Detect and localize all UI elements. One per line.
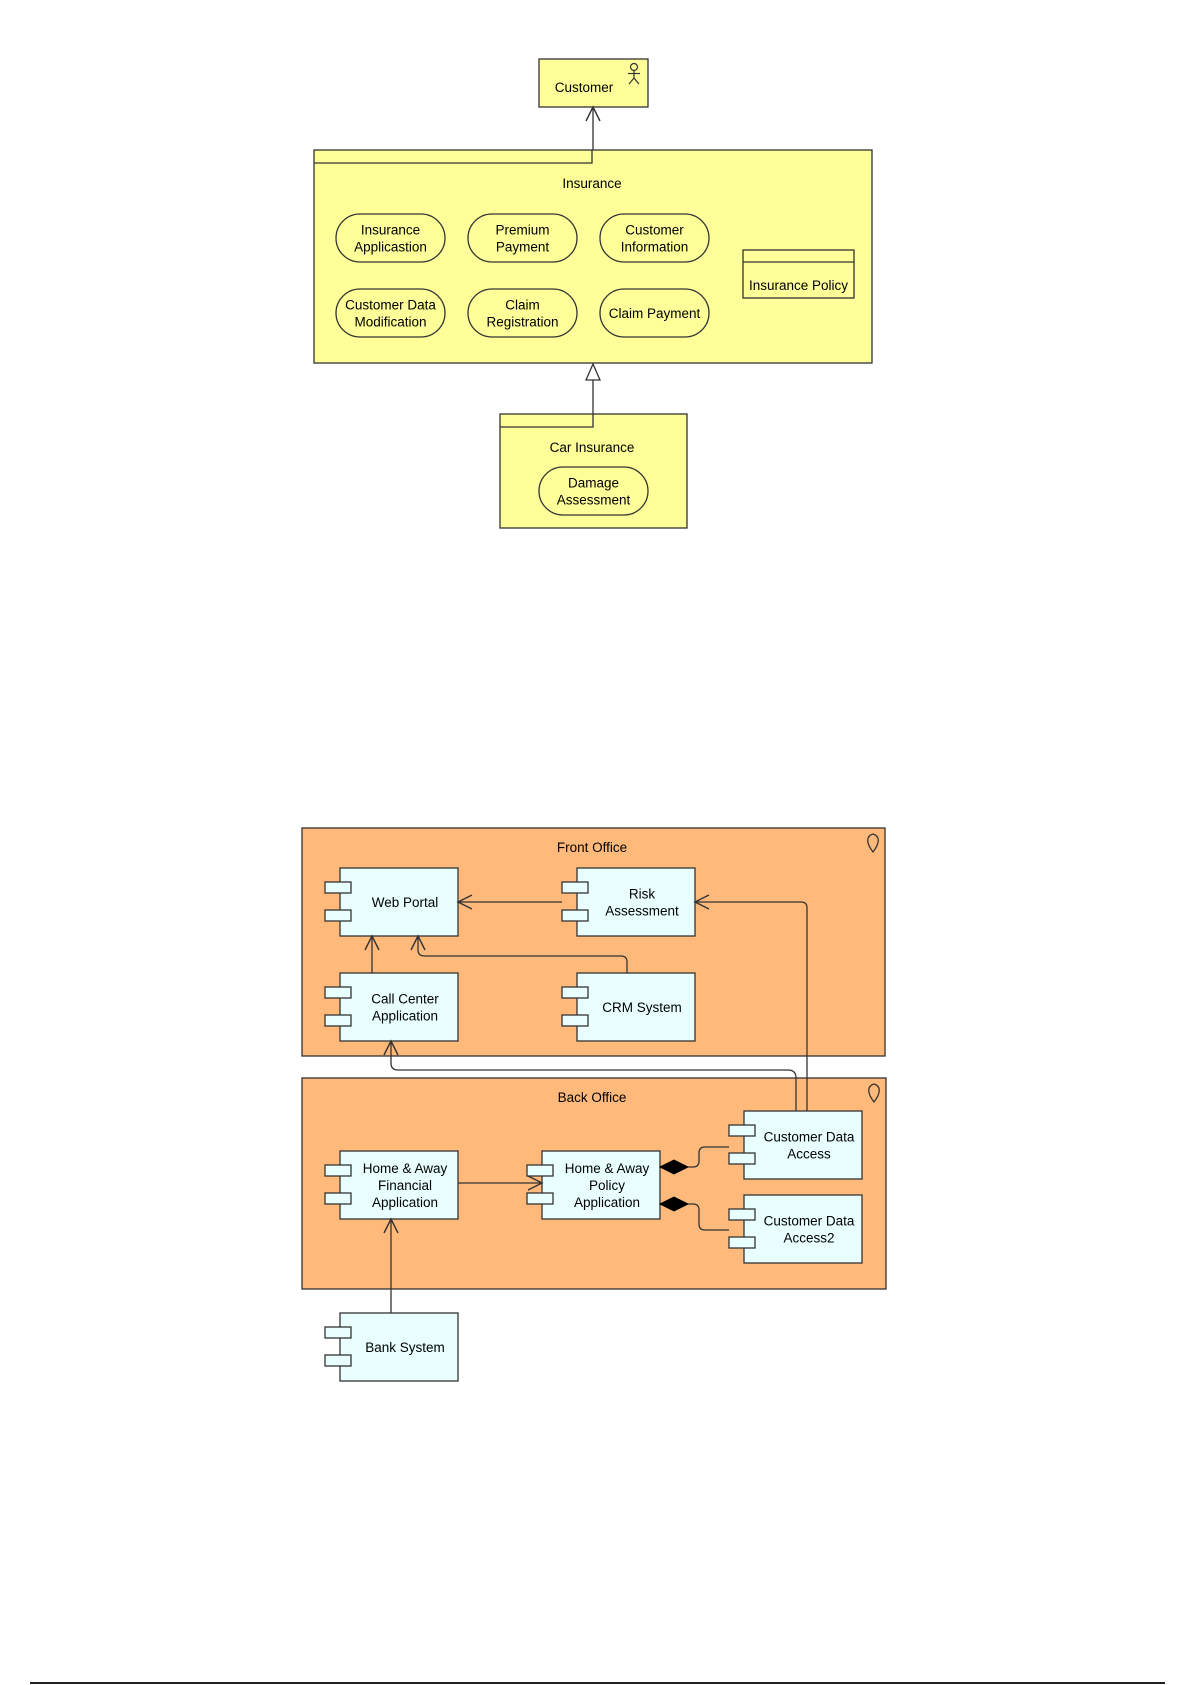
insurance-package-label: Insurance [562, 176, 621, 191]
use-case-claim-payment[interactable]: Claim Payment [599, 288, 710, 338]
car-insurance-package-label: Car Insurance [550, 440, 635, 455]
car-insurance-generalization [585, 362, 601, 414]
location-pin-icon [868, 1083, 880, 1104]
policy-to-customer-data-access2-composition [658, 1196, 729, 1231]
financial-to-policy-application [458, 1175, 544, 1191]
crm-system-to-web-portal [410, 934, 628, 973]
footer-rule [30, 1682, 1165, 1684]
bank-system-to-financial-application [383, 1217, 399, 1313]
call-center-to-web-portal [364, 934, 380, 973]
component-label: CRM System [602, 1000, 682, 1015]
customer-actor[interactable]: Customer [538, 58, 649, 108]
component-label: Bank System [365, 1340, 445, 1355]
location-pin-icon [867, 833, 879, 854]
policy-to-customer-data-access-composition [658, 1146, 729, 1175]
use-case-label: Claim Payment [609, 306, 701, 321]
component-crm-system[interactable]: CRM System [561, 972, 696, 1042]
front-office-label: Front Office [557, 840, 627, 855]
risk-assessment-to-web-portal [456, 894, 562, 910]
component-web-portal[interactable]: Web Portal [324, 867, 459, 937]
back-office-label: Back Office [558, 1090, 627, 1105]
insurance-policy-label: Insurance Policy [749, 278, 848, 293]
actor-icon [628, 62, 640, 85]
insurance-to-customer-association [585, 105, 601, 150]
customer-data-access-to-call-center [383, 1039, 797, 1111]
customer-data-access-to-risk-assessment [693, 894, 808, 1111]
component-bank-system[interactable]: Bank System [324, 1312, 459, 1382]
component-label: Web Portal [372, 895, 439, 910]
insurance-policy-object[interactable]: Insurance Policy [742, 249, 855, 299]
customer-label: Customer [555, 80, 614, 95]
